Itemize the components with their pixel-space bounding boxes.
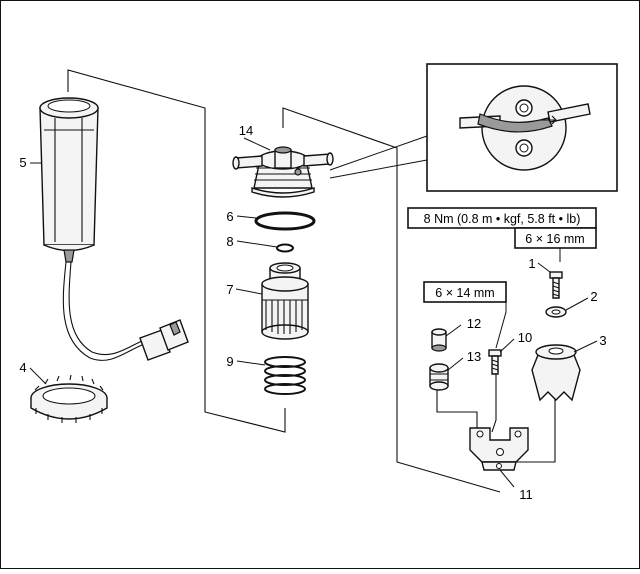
- callout-12: 12: [467, 316, 481, 331]
- plug-part-12: [431, 328, 447, 352]
- washer-part: [545, 306, 567, 318]
- sensor-connector: [139, 319, 189, 361]
- callout-2: 2: [590, 289, 597, 304]
- callout-14: 14: [239, 123, 253, 138]
- inset-leader-bottom: [329, 159, 428, 179]
- callout-3: 3: [599, 333, 606, 348]
- callout-5: 5: [19, 155, 26, 170]
- callout-leaders: [29, 137, 598, 488]
- filter-cup-part: [39, 97, 99, 263]
- bolt-small-spec-box: 6 × 14 mm: [423, 281, 507, 303]
- callout-7: 7: [226, 282, 233, 297]
- spec-leader-10: [495, 302, 507, 349]
- filter-element-part: [261, 262, 309, 340]
- bolt-large-spec-box: 6 × 16 mm: [514, 227, 597, 249]
- bolt-part-10: [488, 349, 502, 375]
- small-o-ring-part: [276, 243, 294, 253]
- large-o-ring-part: [254, 211, 316, 231]
- bolt-part-1: [549, 271, 563, 299]
- assembly-guide-lines: [67, 69, 556, 493]
- bolt-small-spec-text: 6 × 14 mm: [435, 286, 494, 300]
- cup-nut-part: [30, 374, 108, 423]
- callout-13: 13: [467, 349, 481, 364]
- water-sensor-lead: [62, 261, 145, 361]
- callout-8: 8: [226, 234, 233, 249]
- grommet-part-13: [429, 363, 449, 391]
- callout-6: 6: [226, 209, 233, 224]
- torque-spec-text: 8 Nm (0.8 m • kgf, 5.8 ft • lb): [424, 212, 581, 226]
- bracket-part-3: [531, 344, 581, 402]
- bolt-large-spec-text: 6 × 16 mm: [525, 232, 584, 246]
- callout-1: 1: [528, 256, 535, 271]
- valve-detail-inset: [426, 63, 618, 192]
- spring-part: [264, 356, 306, 395]
- callout-11: 11: [519, 487, 533, 502]
- callout-numbers: 1 2 3 4 5 6 7 8 9 10 11 12 13 14: [19, 123, 606, 502]
- callout-10: 10: [518, 330, 532, 345]
- callout-4: 4: [19, 360, 26, 375]
- callout-9: 9: [226, 354, 233, 369]
- bracket-part-11: [469, 427, 529, 471]
- filter-head-part: [232, 146, 334, 198]
- torque-spec-box: 8 Nm (0.8 m • kgf, 5.8 ft • lb): [407, 207, 597, 229]
- inset-leader-top: [329, 135, 428, 171]
